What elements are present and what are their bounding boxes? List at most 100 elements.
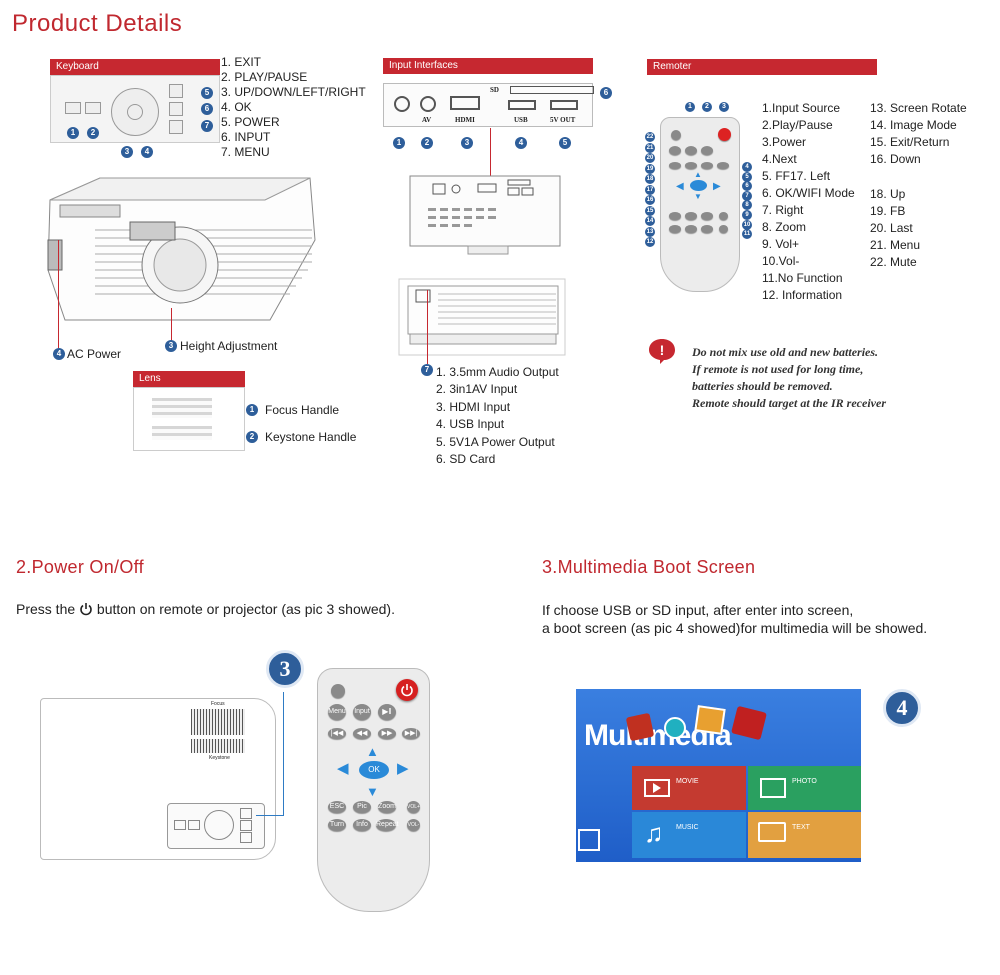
power-desc-after: button on remote or projector (as pic 3 …	[96, 601, 395, 617]
legend-item: 18. Up	[870, 187, 906, 201]
remote-callout: 7	[742, 190, 752, 201]
multimedia-description: If choose USB or SD input, after enter i…	[542, 601, 927, 637]
ports-panel: AV HDMI USB 5V OUT	[383, 83, 593, 127]
voldown-button-small	[719, 225, 728, 233]
remote-callout: 6	[742, 181, 752, 192]
remote-callout: 2	[702, 102, 712, 112]
ok-button-small	[690, 180, 707, 191]
remote-callout: 12	[645, 237, 655, 247]
lens-panel	[133, 387, 245, 451]
repeat-button-small	[701, 225, 713, 233]
callout-if-5: 5	[559, 137, 571, 149]
book-icon	[758, 822, 786, 842]
legend-item: 3. UP/DOWN/LEFT/RIGHT	[221, 85, 366, 99]
legend-item: 1. EXIT	[221, 55, 262, 69]
movie-tile[interactable]: MOVIE	[632, 766, 746, 810]
power-key-top	[240, 808, 252, 819]
legend-item: 20. Last	[870, 221, 913, 235]
power-out-port-icon	[550, 100, 578, 110]
photo-tile[interactable]: PHOTO	[748, 766, 861, 810]
remote-callout: 19	[645, 163, 655, 174]
remote-large: Menu Input ▶‖ |◀◀ ◀◀ ▶▶ ▶▶| ▲ ◀ ▶ ▼ OK E…	[317, 668, 430, 912]
callout-keystone: 2	[246, 431, 258, 443]
remote-callout: 13	[645, 226, 655, 237]
av-port-icon	[420, 96, 436, 112]
keystone-mini-label: Keystone	[209, 755, 230, 761]
pic-button-small	[685, 212, 697, 220]
multimedia-section-title: 3.Multimedia Boot Screen	[542, 557, 756, 577]
info-button: Info	[353, 819, 371, 831]
usb-port-label: USB	[514, 116, 528, 124]
exit-key	[65, 102, 81, 114]
volup-button-small	[719, 212, 728, 220]
settings-corner-icon[interactable]	[578, 829, 600, 851]
callout-2: 2	[87, 127, 99, 139]
callout-if-7: 7	[421, 364, 433, 376]
rew-button-small	[685, 162, 697, 169]
callout-if-3: 3	[461, 137, 473, 149]
legend-item: 7. MENU	[221, 145, 270, 159]
dpad-top	[204, 810, 234, 840]
legend-item: 1. 3.5mm Audio Output	[436, 365, 559, 379]
play-key-top	[188, 820, 200, 830]
input-button-small	[685, 146, 697, 155]
remote-callout: 14	[645, 216, 655, 226]
remote-callout: 3	[719, 102, 729, 112]
info-button-small	[685, 225, 697, 233]
power-description: Press the button on remote or projector …	[16, 601, 395, 619]
legend-item: 10.Vol-	[762, 254, 800, 268]
leader-line	[256, 815, 284, 816]
callout-7: 7	[201, 120, 213, 132]
prev-button-small	[669, 162, 681, 169]
svg-text:!: !	[660, 342, 665, 358]
callout-4: 4	[141, 146, 153, 158]
lens-header: Lens	[133, 371, 245, 387]
menu-button-small	[669, 146, 681, 155]
text-tile[interactable]: TEXT	[748, 812, 861, 858]
projector-illustration	[47, 177, 316, 321]
next-button: ▶▶|	[402, 728, 420, 739]
multimedia-screen: Multimedia MOVIE PHOTO ♫ MUSIC TEXT	[576, 689, 861, 862]
projector-top-view: Focus Keystone	[40, 698, 276, 860]
right-arrow-icon: ▶	[713, 181, 721, 192]
callout-5: 5	[201, 87, 213, 99]
input-key-top	[240, 820, 252, 831]
keyboard-header: Keyboard	[50, 59, 220, 75]
callout-3: 3	[121, 146, 133, 158]
height-adjustment-label: Height Adjustment	[180, 339, 278, 353]
music-tile[interactable]: ♫ MUSIC	[632, 812, 746, 858]
remoter-legend-col1: 1.Input Source 2.Play/Pause 3.Power 4.Ne…	[762, 100, 855, 304]
leader-line	[58, 240, 59, 348]
callout-ac-power: 4	[53, 348, 65, 360]
focus-grill-top	[191, 709, 245, 735]
note-line: Do not mix use old and new batteries.	[692, 345, 879, 359]
note-line: batteries should be removed.	[692, 379, 833, 393]
music-cloud-icon	[664, 717, 686, 739]
keyboard-legend: 1. EXIT 2. PLAY/PAUSE 3. UP/DOWN/LEFT/RI…	[221, 55, 366, 160]
power-button-small	[718, 128, 731, 141]
prev-button: |◀◀	[328, 728, 346, 739]
legend-item: 16. Down	[870, 152, 921, 166]
callout-sd: 6	[600, 87, 612, 99]
pic3-badge: 3	[266, 650, 304, 688]
legend-item: 19. FB	[870, 204, 906, 218]
remoter-legend-col3: 18. Up 19. FB 20. Last 21. Menu 22. Mute	[870, 186, 920, 271]
legend-item: 2. PLAY/PAUSE	[221, 70, 308, 84]
mute-button	[331, 684, 345, 698]
legend-item: 5. 5V1A Power Output	[436, 434, 555, 449]
esc-button: ESC	[328, 801, 346, 813]
turn-button: Turn	[328, 819, 346, 831]
remote-callout: 5	[742, 171, 752, 182]
callout-if-1: 1	[393, 137, 405, 149]
legend-item: 12. Information	[762, 288, 843, 302]
legend-item: 8. Zoom	[762, 220, 807, 234]
vol-up-button: VOL+	[407, 801, 420, 813]
legend-item: 9. Vol+	[762, 237, 800, 251]
menu-key-top	[240, 832, 252, 843]
legend-item: 4.Next	[762, 152, 797, 166]
page-title: Product Details	[12, 10, 183, 37]
av-port-label: AV	[422, 116, 432, 124]
legend-item: 13. Screen Rotate	[870, 101, 967, 115]
legend-item: 5. FF17. Left	[762, 169, 831, 183]
hdmi-port-label: HDMI	[455, 116, 475, 124]
